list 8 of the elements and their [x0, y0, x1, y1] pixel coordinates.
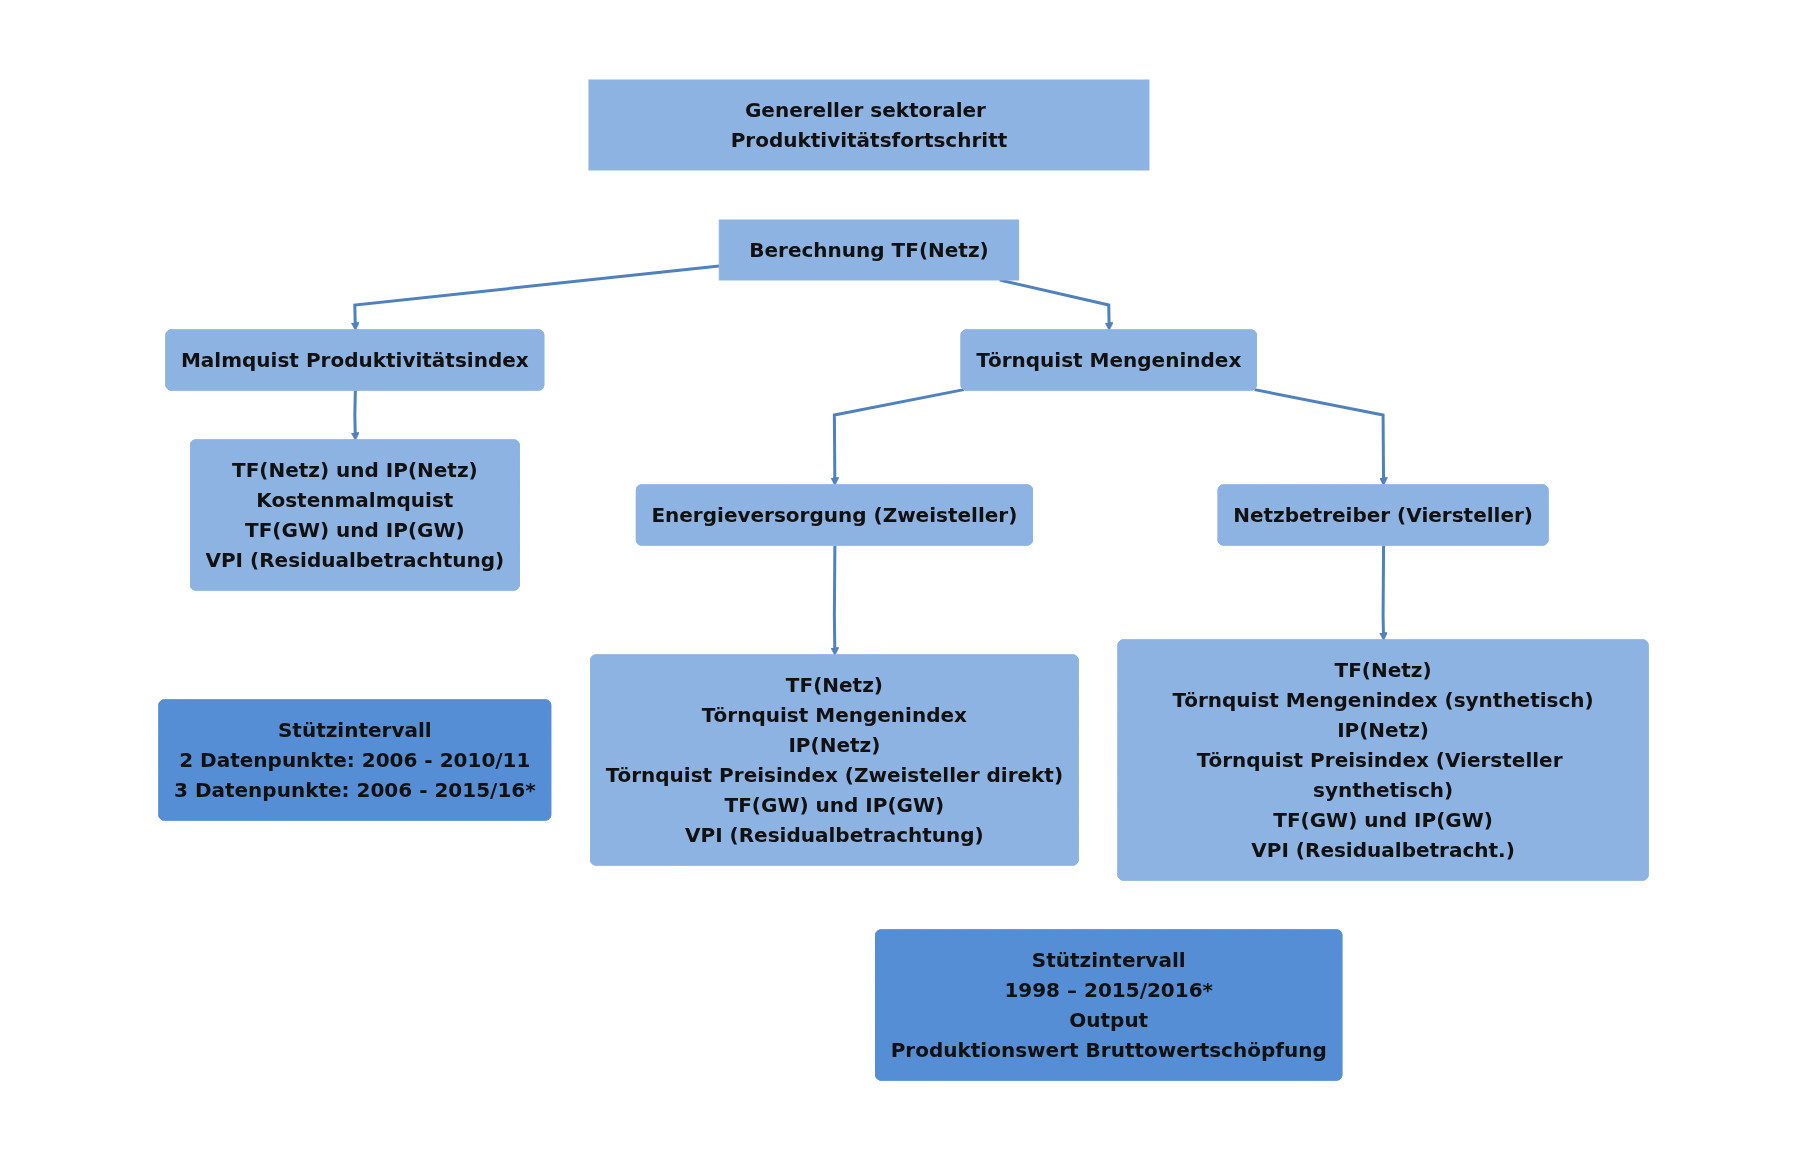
arrow	[1379, 545, 1388, 641]
arrow	[830, 388, 965, 486]
arrow	[1254, 388, 1388, 486]
node-box: Genereller sektoraler Produktivitätsfortschritt	[588, 79, 1150, 171]
arrow	[350, 390, 360, 441]
arrow	[350, 264, 720, 331]
node-box: Berechnung TF(Netz)	[718, 219, 1020, 281]
arrow	[830, 545, 840, 656]
